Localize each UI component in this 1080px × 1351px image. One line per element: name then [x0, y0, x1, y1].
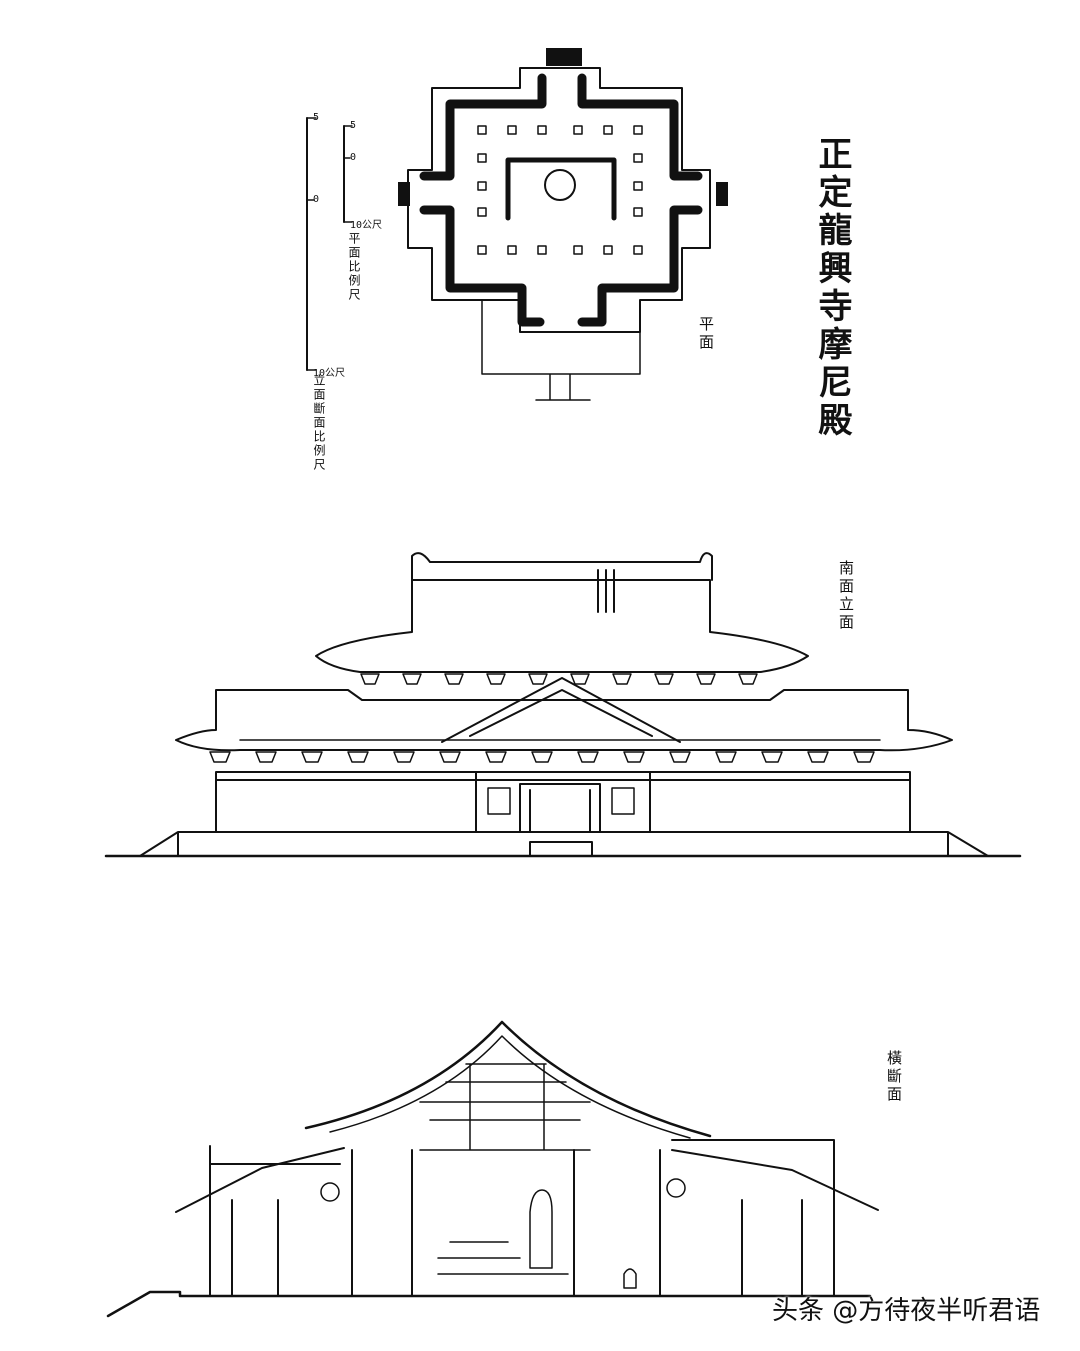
elevation-window-right: [611, 787, 635, 815]
elevation-bracket: [570, 673, 590, 685]
elevation-bracket: [654, 673, 674, 685]
plan-east-steps: [716, 182, 728, 206]
floor-plan: [398, 48, 728, 401]
elevation-bracket: [807, 751, 829, 763]
plan-column: [633, 245, 643, 255]
elevation-bracket: [761, 751, 783, 763]
section-small-figure: [623, 1268, 637, 1289]
elevation-scale-tick-5: 5: [313, 112, 320, 123]
elevation-bracket: [528, 673, 548, 685]
elevation-bracket: [439, 751, 461, 763]
plan-column: [603, 245, 613, 255]
plan-altar-wall: [505, 157, 617, 221]
section-columns: [231, 1149, 803, 1297]
plan-front-terrace: [481, 299, 641, 401]
elevation-bracket: [853, 751, 875, 763]
cross-section: [106, 1020, 879, 1318]
drawing-title: 正定龍興寺摩尼殿: [812, 136, 852, 440]
section-buddha-statue: [529, 1189, 553, 1269]
elevation-scale-label: 立面斷面比例尺: [312, 374, 326, 472]
elevation-bracket: [444, 673, 464, 685]
section-label: 橫斷面: [885, 1050, 903, 1104]
elevation-porch-gable: [441, 677, 681, 743]
south-elevation: [104, 552, 1022, 858]
plan-column: [633, 207, 643, 217]
plan-column: [537, 125, 547, 135]
section-altar-platform: [437, 1241, 569, 1275]
plan-column: [507, 125, 517, 135]
elevation-bracket: [301, 751, 323, 763]
elevation-top-roof: [411, 552, 713, 613]
elevation-platform: [139, 831, 989, 857]
plan-column: [537, 245, 547, 255]
plan-column: [477, 181, 487, 191]
elevation-scale-tick-10: 10公尺: [313, 368, 346, 379]
plan-column: [633, 153, 643, 163]
elevation-bracket: [623, 751, 645, 763]
section-ground-line: [106, 1290, 872, 1318]
elevation-porch: [475, 771, 651, 833]
elevation-bracket: [577, 751, 599, 763]
plan-column: [573, 125, 583, 135]
plan-walls: [419, 73, 703, 327]
plan-buddha-seat: [544, 169, 576, 201]
plan-north-steps: [546, 48, 582, 66]
elevation-bracket: [393, 751, 415, 763]
elevation-brackets: [209, 673, 875, 763]
plan-scale-tick-10: 10公尺: [350, 220, 383, 231]
section-roof-trusses: [419, 1063, 591, 1151]
elevation-bracket: [531, 751, 553, 763]
section-main-roof: [304, 1020, 712, 1138]
plan-column: [477, 125, 487, 135]
plan-column: [477, 153, 487, 163]
elevation-walls: [215, 771, 911, 833]
plan-column: [477, 245, 487, 255]
elevation-bracket: [486, 673, 506, 685]
plan-scale-label: 平面比例尺: [347, 232, 361, 302]
plan-column: [573, 245, 583, 255]
watermark-text: 头条 @方待夜半听君语: [772, 1296, 1041, 1326]
section-left-side-roof: [175, 1145, 345, 1297]
elevation-bracket: [402, 673, 422, 685]
plan-columns: [477, 125, 643, 255]
elevation-label: 南面立面: [837, 560, 855, 632]
elevation-bracket: [696, 673, 716, 685]
plan-scale-tick-5: 5: [350, 120, 357, 131]
plan-scale-tick-0: 0: [350, 152, 357, 163]
plan-west-steps: [398, 182, 410, 206]
elevation-bracket: [255, 751, 277, 763]
scale-bars: [306, 117, 353, 371]
plan-column: [633, 181, 643, 191]
elevation-bracket: [360, 673, 380, 685]
elevation-bracket: [612, 673, 632, 685]
elevation-lower-roof: [175, 689, 953, 752]
plan-label: 平面: [697, 316, 715, 352]
elevation-bracket: [738, 673, 758, 685]
section-right-side-roof: [671, 1139, 879, 1297]
elevation-scale-tick-0: 0: [313, 194, 320, 205]
elevation-window-left: [487, 787, 511, 815]
plan-column: [477, 207, 487, 217]
elevation-bracket: [715, 751, 737, 763]
section-right-medallion: [666, 1178, 686, 1198]
elevation-middle-roof: [315, 579, 809, 673]
elevation-bracket: [485, 751, 507, 763]
plan-column: [603, 125, 613, 135]
section-left-medallion: [320, 1182, 340, 1202]
plan-column: [633, 125, 643, 135]
elevation-bracket: [209, 751, 231, 763]
plan-column: [507, 245, 517, 255]
elevation-bracket: [669, 751, 691, 763]
elevation-bracket: [347, 751, 369, 763]
